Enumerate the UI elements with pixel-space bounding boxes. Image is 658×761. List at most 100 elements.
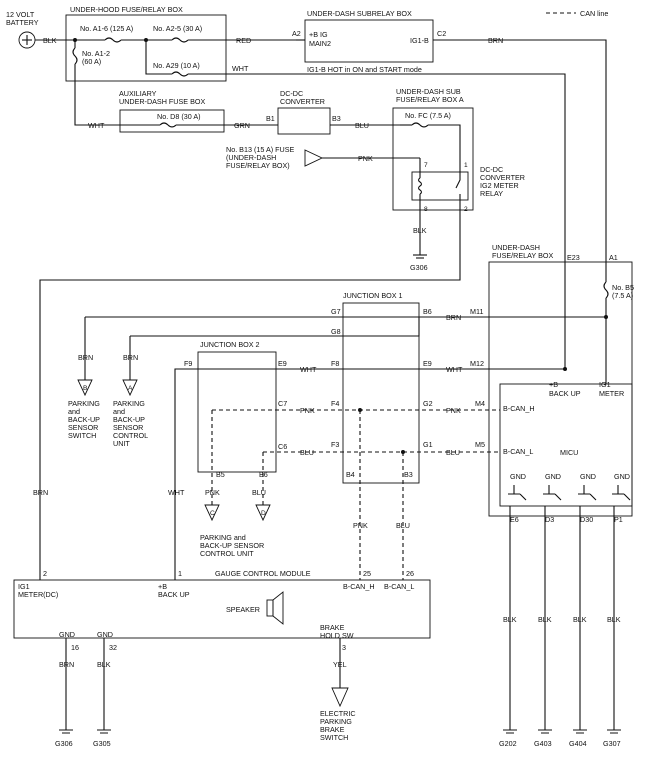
wire-label-pnk-jb2: PNK [205,488,220,497]
wire-label-blk-d30: BLK [573,615,587,624]
speaker-icon [266,591,284,625]
connector-a-icon [122,379,138,397]
wire-label-blu-gcm: BLU [396,521,410,530]
battery-label-line2: BATTERY [6,18,39,27]
jb2-pin-c6: C6 [278,442,287,451]
ground-icons-gcm [59,729,111,734]
wire-label-wht-m12: WHT [446,365,463,374]
gcm-pin-32: 32 [109,643,117,652]
ground-label-g307: G307 [603,739,621,748]
micu-module [499,383,633,507]
wire-brn-ig1b-to-b5 [433,39,607,282]
jb1-pin-g8: G8 [331,327,341,336]
subrelay-plus-b-ig: +B IG [309,30,328,39]
wire-label-wht-e9: WHT [300,365,317,374]
switch-label-4: SENSOR [68,423,98,432]
micu-gnd-terminals: GND GND GND GND [510,472,630,481]
connector-a-label: A [128,385,133,392]
micu-backup-2: BACK UP [549,389,581,398]
wire-label-blu-dcdc: BLU [355,121,369,130]
jb1-pin-e9: E9 [423,359,432,368]
micu-meter: METER [599,389,624,398]
jb2-pin-e9: E9 [278,359,287,368]
jb1-pin-b6: B6 [423,307,432,316]
relay-label-3: IG2 METER [480,181,519,190]
junction-box-1 [342,302,420,484]
connector-d-label: D [261,510,266,517]
wire-label-wht-a29: WHT [232,64,249,73]
connector-d-icon [255,504,271,522]
connector-b-icon [77,379,93,397]
auxiliary-fuse-box [119,109,225,133]
gcm-pin-16: 16 [71,643,79,652]
relay-pin-8: 8 [424,206,428,213]
fuse-b5-label-2: (7.5 A) [612,291,633,300]
ground-label-g306-top: G306 [410,263,428,272]
dcdc-pin-b3: B3 [332,114,341,123]
jb2-pin-c7: C7 [278,399,287,408]
jb1-pin-m5: M5 [475,440,485,449]
fuse-fc-label: No. FC (7.5 A) [405,111,451,120]
dcdc-title1: DC-DC [280,89,303,98]
relay-label-4: RELAY [480,189,503,198]
fuse-d8-icon [159,122,177,128]
gcm-bcan-h: B-CAN_H [343,582,375,591]
relay-label-1: DC-DC [480,165,503,174]
cu-label-2: and [113,407,125,416]
bottom-cu-label-3: CONTROL UNIT [200,549,254,558]
relay-pin-2: 2 [464,206,468,213]
underdash-pin-a1: A1 [609,253,618,262]
wire-label-blk-p1: BLK [607,615,621,624]
micu-bcan-l: B-CAN_L [503,447,533,456]
aux-box-title1: AUXILIARY [119,89,157,98]
jb2-pin-b5: B5 [216,470,225,479]
subrelay-note: IG1-B HOT in ON and START mode [307,65,422,74]
jb1-pin-m4: M4 [475,399,485,408]
wire-label-blk-d3: BLK [538,615,552,624]
gcm-meter-dc: METER(DC) [18,590,58,599]
gcm-brake-2: HOLD SW [320,631,354,640]
connector-b-label: B [83,385,88,392]
subrelay-main2: MAIN2 [309,39,331,48]
wire-label-brn-ig1b: BRN [488,36,503,45]
ground-label-g202: G202 [499,739,517,748]
fuse-b5-icon [603,281,609,299]
wire-label-brn-gcm-gnd: BRN [59,660,74,669]
micu-name: MICU [560,448,578,457]
micu-pin-d3: D3 [545,515,554,524]
epb-switch-connector-icon [331,687,349,708]
wire-label-blk-battery: BLK [43,36,57,45]
wire-wht-to-gcm-backup [174,368,198,580]
ground-label-g305: G305 [93,739,111,748]
relay-icon [411,170,469,205]
jb1-pin-g2: G2 [423,399,433,408]
cu-label-5: CONTROL [113,431,148,440]
sub-box-a-title2: FUSE/RELAY BOX A [396,95,464,104]
micu-gnd-1: GND [510,472,526,481]
underhood-box-title: UNDER-HOOD FUSE/RELAY BOX [70,5,183,14]
cu-label-6: UNIT [113,439,130,448]
b13-fuse-label-3: FUSE/RELAY BOX) [226,161,290,170]
jb1-pin-m12: M12 [470,359,484,368]
fuse-a2-5-icon [171,37,189,43]
wire-label-pnk-m4: PNK [446,406,461,415]
epb-label-3: BRAKE [320,725,345,734]
ground-label-g404: G404 [569,739,587,748]
fuse-a1-2-label-line1: No. A1-2 [82,49,110,58]
wire-label-wht-gcm: WHT [168,488,185,497]
cu-label-4: SENSOR [113,423,143,432]
wire-label-pnk-b13: PNK [358,154,373,163]
wire-label-red: RED [236,36,251,45]
fuse-a2-5-label: No. A2-5 (30 A) [153,24,202,33]
wire-label-pnk-gcm: PNK [353,521,368,530]
subrelay-ig1b: IG1-B [410,36,429,45]
switch-label-2: and [68,407,80,416]
micu-ig1: IG1 [599,380,611,389]
gcm-backup-2: BACK UP [158,590,190,599]
wire-label-yel: YEL [333,660,347,669]
epb-label-4: SWITCH [320,733,348,742]
underdash-box-title2: FUSE/RELAY BOX [492,251,553,260]
fuse-b5-label-1: No. B5 [612,283,634,292]
ground-label-g306-bottom: G306 [55,739,73,748]
